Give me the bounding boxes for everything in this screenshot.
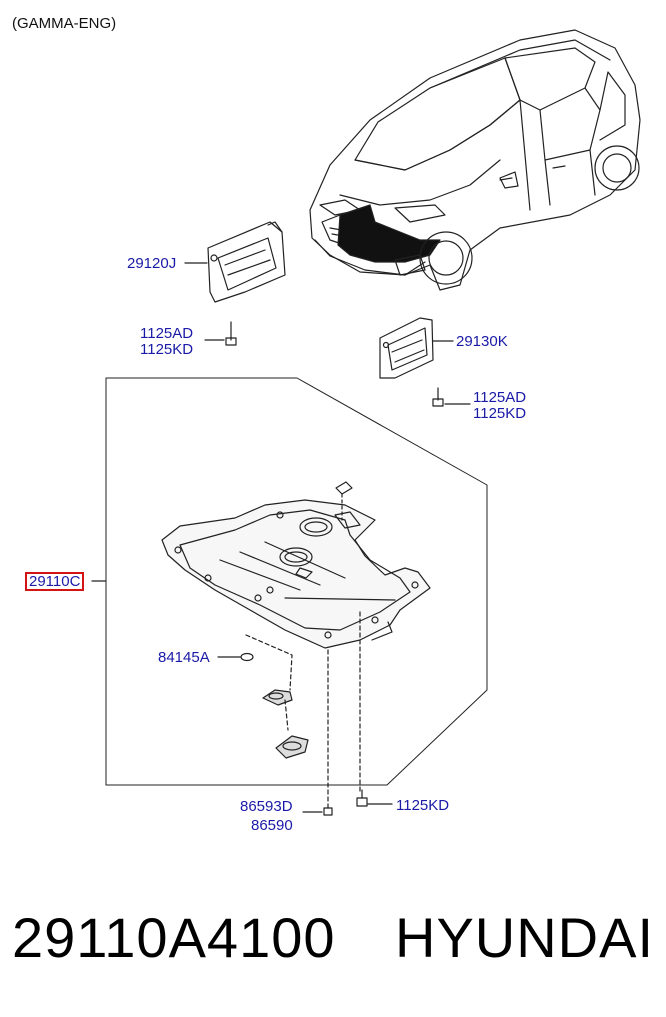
bolt-left: [204, 321, 237, 346]
plug-84145a: [217, 634, 293, 691]
callout-86593d: 86593D: [240, 798, 293, 815]
callout-bolt-right-2: 1125KD: [473, 405, 527, 422]
part-number: 29110A4100: [12, 906, 336, 969]
bolt-bottom: [356, 789, 393, 807]
cover-clip-lower: [275, 735, 309, 759]
callout-29120j: 29120J: [127, 255, 177, 272]
engine-under-cover: [161, 499, 431, 649]
callout-84145a: 84145A: [158, 649, 210, 666]
side-cover-left: [207, 221, 286, 303]
top-marker: [335, 481, 353, 495]
callout-bolt-bottom: 1125KD: [396, 797, 450, 814]
vehicle-illustration: [309, 29, 641, 291]
bolt-right: [432, 387, 471, 407]
engine-variant-label: (GAMMA-ENG): [12, 15, 117, 32]
callout-29110c: 29110C: [25, 572, 85, 591]
callout-86590: 86590: [251, 817, 293, 834]
cover-clip-upper: [262, 689, 293, 706]
callout-29130k: 29130K: [456, 333, 508, 350]
callout-bolt-right-1: 1125AD: [473, 389, 527, 406]
clip-86593d: [302, 807, 333, 816]
assembly-frame: [105, 377, 488, 786]
callout-bolt-left-2: 1125KD: [140, 341, 194, 358]
side-cover-right: [379, 317, 434, 379]
brand-name: HYUNDAI: [395, 906, 655, 969]
callout-bolt-left-1: 1125AD: [140, 325, 194, 342]
